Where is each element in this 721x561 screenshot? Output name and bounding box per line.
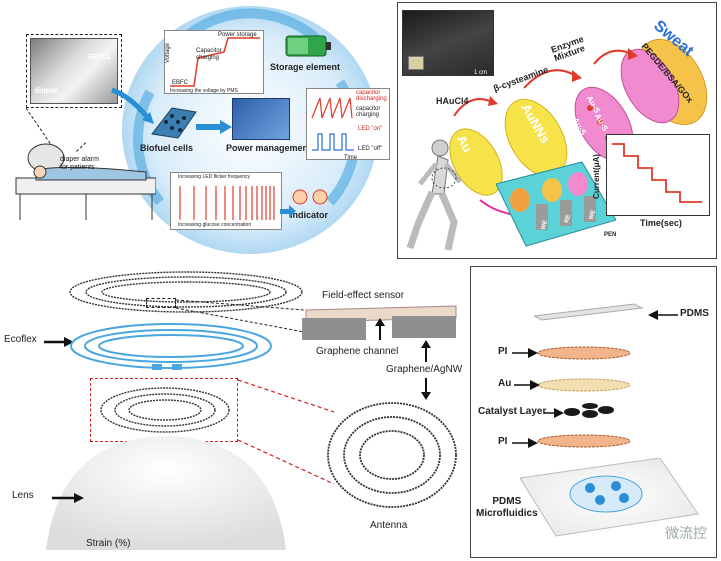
to-indicator-arrow xyxy=(280,205,296,218)
voltage-chart-xlabel: Increasing the voltage by PMS xyxy=(170,88,238,94)
biofuel-cells-label: Biofuel cells xyxy=(140,143,194,153)
voltage-chart-capacitor-charging: Capacitor charging xyxy=(196,48,222,61)
voltage-chart-power-storage: Power storage xyxy=(218,32,257,38)
flicker-chart xyxy=(170,172,282,230)
led-chart-charging: capacitor charging xyxy=(356,106,381,118)
au-layer-label: Au xyxy=(498,378,512,389)
antenna-coil xyxy=(327,402,457,508)
voltage-chart-ylabel: Voltage xyxy=(165,42,172,64)
flicker-chart-xlabel: Increasing glucose concentration xyxy=(178,222,252,228)
au-layer xyxy=(537,378,631,392)
graphene-zoom-box xyxy=(146,298,176,308)
led-chart-on: LED "on" xyxy=(358,126,383,132)
ecoflex-label: Ecoflex xyxy=(4,334,37,345)
voltage-chart-plot xyxy=(170,37,260,87)
power-management-label: Power management xyxy=(226,143,312,153)
photo-to-biofuel-arrow xyxy=(111,87,154,124)
down-arrow-antenna xyxy=(421,378,431,400)
ecoflex-ring xyxy=(70,323,272,370)
watermark-text: 微流控 xyxy=(665,526,707,542)
flicker-chart-plot xyxy=(179,186,275,220)
ecoflex-arrow xyxy=(44,337,74,347)
pi-layer-top xyxy=(537,346,631,360)
indicator-label: Indicator xyxy=(290,210,329,220)
panel-a: EBFCs diaper diaper alarm for patients B… xyxy=(0,0,392,260)
voltage-chart-ebfc: EBFC xyxy=(172,80,189,86)
panel-b-scale-label: 1 cm xyxy=(474,70,488,76)
antenna-label: Antenna xyxy=(370,520,408,531)
pi-arrow-top xyxy=(512,348,538,358)
red-zoom-lines xyxy=(238,379,335,485)
pi-label-bottom: PI xyxy=(498,436,508,447)
up-arrow-agnw xyxy=(421,340,431,362)
diaper-photo xyxy=(30,38,118,104)
field-effect-sensor xyxy=(302,305,457,340)
zoom-lines xyxy=(26,108,86,153)
current-step-chart-xlabel: Time(sec) xyxy=(640,218,682,228)
zoom-connector-lines xyxy=(176,299,305,333)
graphene-agnw-label: Graphene/AgNW xyxy=(386,364,463,375)
pi-arrow-bottom xyxy=(512,438,538,448)
pi-label-top: PI xyxy=(498,346,508,357)
battery-icon xyxy=(285,35,331,57)
led-chart-discharging: capacitor discharging xyxy=(356,90,387,102)
pdms-arrow xyxy=(648,310,678,320)
diaper-photo-dashed-box xyxy=(26,34,122,108)
au-arrow xyxy=(514,380,540,390)
top-coil xyxy=(69,271,303,313)
flicker-chart-title: Increasing LED flicker frequency xyxy=(178,174,250,180)
storage-element-label: Storage element xyxy=(270,62,341,72)
field-effect-sensor-label: Field-effect sensor xyxy=(322,290,405,301)
pdms-layer xyxy=(534,303,644,321)
up-arrow-channel xyxy=(375,318,385,340)
led-chart-time: Time xyxy=(344,155,358,161)
strain-label: Strain (%) xyxy=(86,538,131,549)
pdms-microfluidics-label: PDMS Microfluidics xyxy=(476,496,538,519)
patient-bed-illustration xyxy=(15,143,156,220)
lens-arrow xyxy=(52,493,84,503)
middle-coil xyxy=(100,387,230,433)
voltage-chart xyxy=(164,30,264,94)
biofuel-cells-icon xyxy=(151,107,197,139)
catalyst-layer-label: Catalyst Layer xyxy=(478,406,547,417)
graphene-channel-label: Graphene channel xyxy=(316,346,399,357)
diaper-alarm-label: diaper alarm for patients xyxy=(60,156,99,171)
indicator-led-icon xyxy=(292,189,328,205)
catalyst-layer xyxy=(564,403,614,418)
pi-layer-bottom xyxy=(537,434,631,448)
pdms-label: PDMS xyxy=(680,308,709,319)
led-chart-plot xyxy=(311,97,354,151)
pdms-microfluidics-layer xyxy=(520,458,699,537)
current-step-chart-ylabel: Current(μA) xyxy=(591,154,601,199)
power-management-board xyxy=(232,98,290,140)
haucl4-label: HAuCl4 xyxy=(436,96,469,106)
runner-figure xyxy=(406,139,462,251)
sensor-patch xyxy=(496,161,616,247)
lens-dome xyxy=(46,436,286,550)
ebfcs-label: EBFCs xyxy=(88,54,111,61)
diaper-label: diaper xyxy=(34,86,59,95)
catalyst-arrow xyxy=(544,408,564,418)
biofuel-to-power-arrow xyxy=(196,120,232,134)
led-chart-off: LED "off" xyxy=(358,146,383,152)
panel-b-electrode-square xyxy=(408,56,424,70)
lens-label: Lens xyxy=(12,490,34,501)
current-step-chart-plot xyxy=(612,143,702,203)
sensor-pen-label: PEN xyxy=(604,232,617,238)
